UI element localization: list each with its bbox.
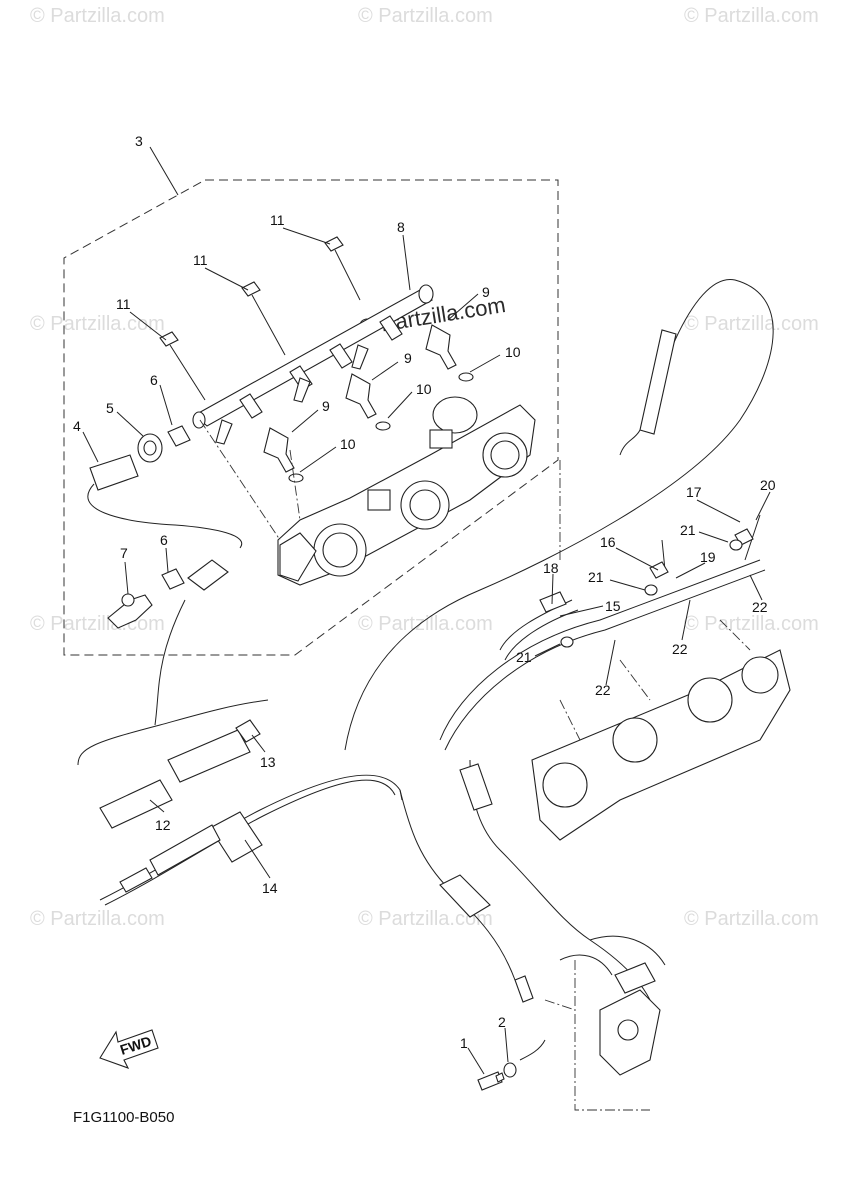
callout-21: 21	[588, 569, 604, 585]
watermark-text: © Partzilla.com	[30, 613, 165, 635]
watermark-text: © Partzilla.com	[358, 613, 493, 635]
callout-8: 8	[397, 219, 405, 235]
callout-12: 12	[155, 817, 171, 833]
callout-6: 6	[150, 372, 158, 388]
throttle-body	[277, 396, 536, 586]
callout-11: 11	[116, 296, 131, 312]
watermark-text: © Partzilla.com	[684, 908, 819, 930]
callout-22: 22	[595, 682, 611, 698]
fwd-arrow-icon: FWD	[99, 1029, 159, 1069]
callout-22: 22	[672, 641, 688, 657]
callout-19: 19	[700, 549, 716, 565]
throttle-cable	[99, 774, 403, 906]
watermark-text: © Partzilla.com	[684, 313, 819, 335]
return-hoses	[439, 514, 766, 1001]
left-fittings	[87, 425, 243, 629]
bolts	[159, 236, 361, 401]
callout-17: 17	[686, 484, 702, 500]
callout-6: 6	[160, 532, 168, 548]
callout-11: 11	[270, 212, 285, 228]
callout-3: 3	[135, 133, 143, 149]
callout-22: 22	[752, 599, 768, 615]
watermark-layer: © Partzilla.com © Partzilla.com © Partzi…	[30, 5, 819, 930]
callout-5: 5	[106, 400, 114, 416]
watermark-text: © Partzilla.com	[30, 5, 165, 27]
fuel-pump	[559, 935, 666, 1076]
callout-15: 15	[605, 598, 621, 614]
callout-1: 1	[460, 1035, 468, 1051]
callout-16: 16	[600, 534, 616, 550]
callout-10: 10	[340, 436, 356, 452]
callout-13: 13	[260, 754, 276, 770]
bolt-washer	[477, 1039, 546, 1091]
watermark-text: © Partzilla.com	[684, 5, 819, 27]
callout-20: 20	[760, 477, 776, 493]
fuel-rail	[192, 284, 434, 445]
watermark-text: © Partzilla.com	[358, 5, 493, 27]
engine-block	[531, 649, 791, 841]
watermark-text: © Partzilla.com	[358, 908, 493, 930]
callout-21: 21	[516, 649, 532, 665]
center-lines	[199, 419, 751, 1111]
callout-9: 9	[404, 350, 412, 366]
watermark-text: © Partzilla.com	[30, 313, 165, 335]
callout-7: 7	[120, 545, 128, 561]
watermark-text: © Partzilla.com	[30, 908, 165, 930]
callout-11: 11	[193, 252, 208, 268]
callout-21: 21	[680, 522, 696, 538]
diagram-code: F1G1100-B050	[73, 1109, 174, 1126]
callout-10: 10	[416, 381, 432, 397]
callout-18: 18	[543, 560, 559, 576]
assembly-boundary	[63, 179, 559, 656]
callout-9: 9	[322, 398, 330, 414]
callout-4: 4	[73, 418, 81, 434]
callout-10: 10	[505, 344, 521, 360]
callout-9: 9	[482, 284, 490, 300]
fuel-hoses	[344, 279, 774, 1003]
detail-inset	[77, 599, 269, 829]
callout-2: 2	[498, 1014, 506, 1030]
callout-14: 14	[262, 880, 278, 896]
leader-lines	[82, 146, 771, 1075]
watermark-text: © Partzilla.com	[684, 613, 819, 635]
callout-numbers: 3 8 11 11 11 9 9 9 10 10 10 6 5 4 7 6 13…	[73, 133, 776, 1051]
injectors	[263, 324, 474, 483]
